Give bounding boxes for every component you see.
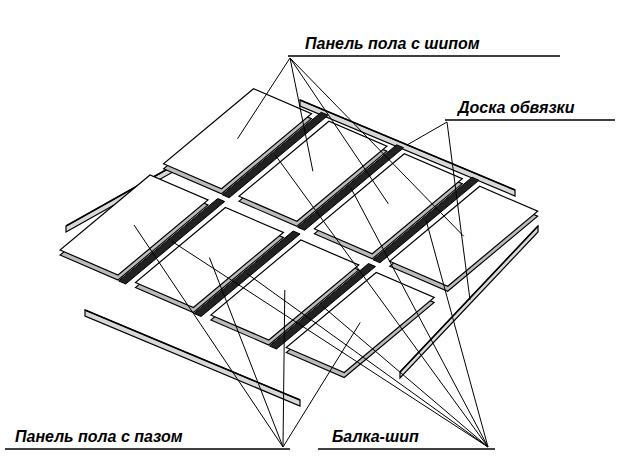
leader-line bbox=[290, 58, 388, 204]
part-label: Балка-шип bbox=[332, 427, 419, 446]
leader-line bbox=[209, 258, 283, 448]
part-label: Панель пола с шипом bbox=[305, 34, 480, 53]
leader-line bbox=[407, 122, 447, 145]
part-label: Доска обвязки bbox=[458, 98, 574, 117]
leader-line bbox=[275, 155, 488, 447]
leader-line bbox=[290, 58, 464, 236]
leader-line bbox=[134, 225, 283, 447]
label-underline bbox=[288, 55, 560, 56]
leader-line bbox=[172, 241, 488, 447]
floor-panel bbox=[286, 273, 434, 378]
leader-line bbox=[247, 274, 488, 447]
leader-line bbox=[238, 58, 291, 139]
label-underline bbox=[445, 119, 615, 120]
leader-line bbox=[323, 306, 489, 447]
label-underline bbox=[5, 448, 290, 449]
leader-line bbox=[351, 188, 488, 448]
part-label: Панель пола с пазом bbox=[15, 427, 182, 446]
leader-line bbox=[447, 122, 470, 300]
label-underline bbox=[318, 448, 495, 449]
floor-panel bbox=[390, 186, 538, 291]
